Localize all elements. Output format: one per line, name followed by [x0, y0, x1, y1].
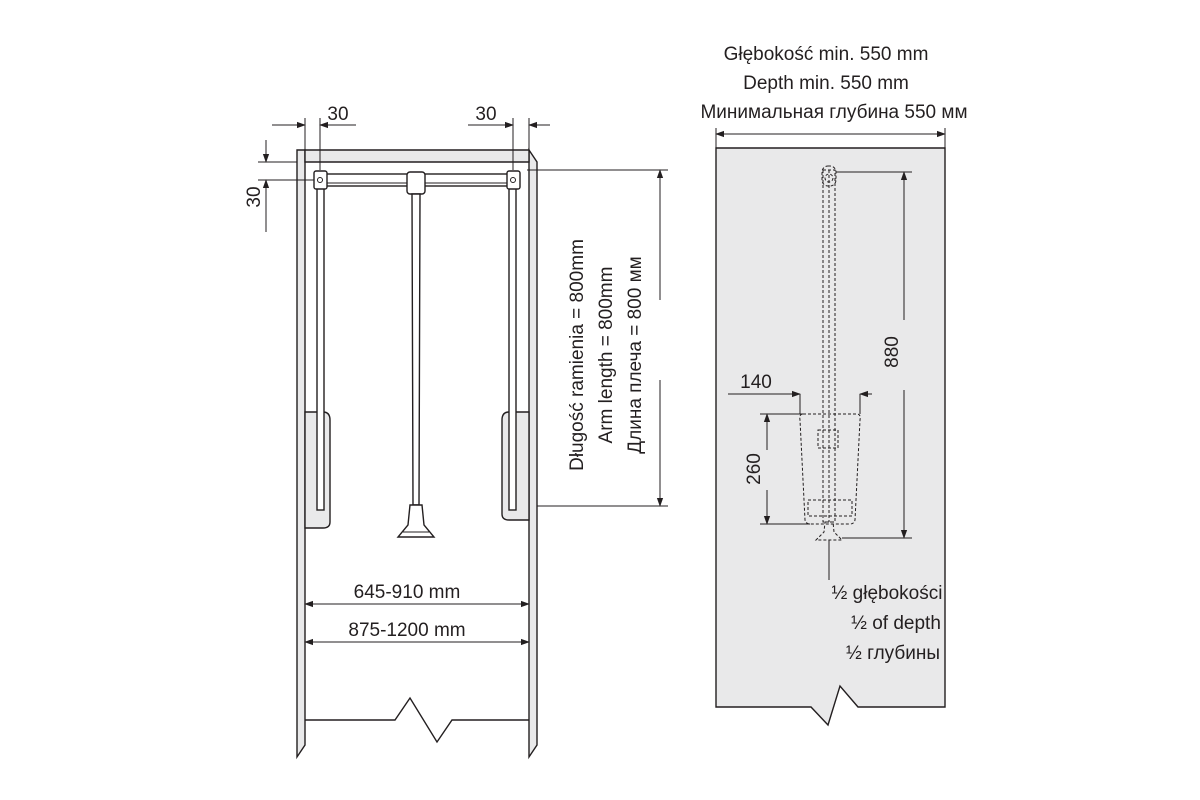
width-outer-label: 875-1200 mm [348, 620, 465, 641]
half-depth-pl: ½ głębokości [832, 583, 943, 604]
center-bracket [406, 171, 426, 195]
depth-en: Depth min. 550 mm [743, 73, 909, 94]
dim-width-inner: 645-910 mm [304, 582, 530, 608]
pull-rod [411, 193, 421, 506]
side-cabinet-panel [715, 147, 946, 727]
dim-top-left: 30 [272, 104, 356, 170]
side-view: Głębokość min. 550 mm Depth min. 550 mm … [700, 44, 968, 727]
depth-ru: Минимальная глубина 550 мм [700, 102, 967, 123]
dim-width-outer: 875-1200 mm [304, 620, 530, 646]
dim-height-label: 880 [882, 336, 903, 368]
dim-arm-length: Długość ramienia = 800mm Arm length = 80… [527, 169, 668, 507]
dim-bracket-label: 260 [744, 453, 765, 485]
right-side-arm [508, 187, 517, 511]
dim-top-left-label: 30 [327, 104, 348, 125]
arm-length-ru: Длина плеча = 800 мм [625, 256, 646, 453]
pull-handle [396, 504, 436, 538]
dim-side-label: 30 [244, 186, 265, 207]
arm-length-en: Arm length = 800mm [596, 267, 617, 444]
dim-top-right-label: 30 [475, 104, 496, 125]
cabinet-left-panel [296, 149, 306, 760]
dim-top-right: 30 [468, 104, 550, 170]
dim-bracket: 260 [744, 413, 810, 525]
depth-pl: Głębokość min. 550 mm [724, 44, 929, 65]
arm-length-pl: Długość ramienia = 800mm [567, 239, 588, 471]
width-inner-label: 645-910 mm [354, 582, 461, 603]
cabinet-right-panel [528, 147, 538, 760]
dim-height: 880 [836, 171, 912, 539]
left-side-arm [316, 187, 325, 511]
half-depth-en: ½ of depth [851, 613, 941, 634]
side-bracket-hidden [799, 413, 861, 525]
right-pivot [506, 170, 521, 190]
front-view: 30 30 30 Długość ramienia = 800mm Arm le… [244, 104, 668, 760]
left-pivot [313, 170, 328, 190]
half-depth-ru: ½ глубины [846, 643, 940, 664]
dim-width: 140 [728, 372, 872, 414]
dim-width-label: 140 [740, 372, 772, 393]
dim-side: 30 [244, 140, 314, 232]
break-line [305, 696, 529, 744]
cabinet-top-panel [304, 149, 530, 163]
